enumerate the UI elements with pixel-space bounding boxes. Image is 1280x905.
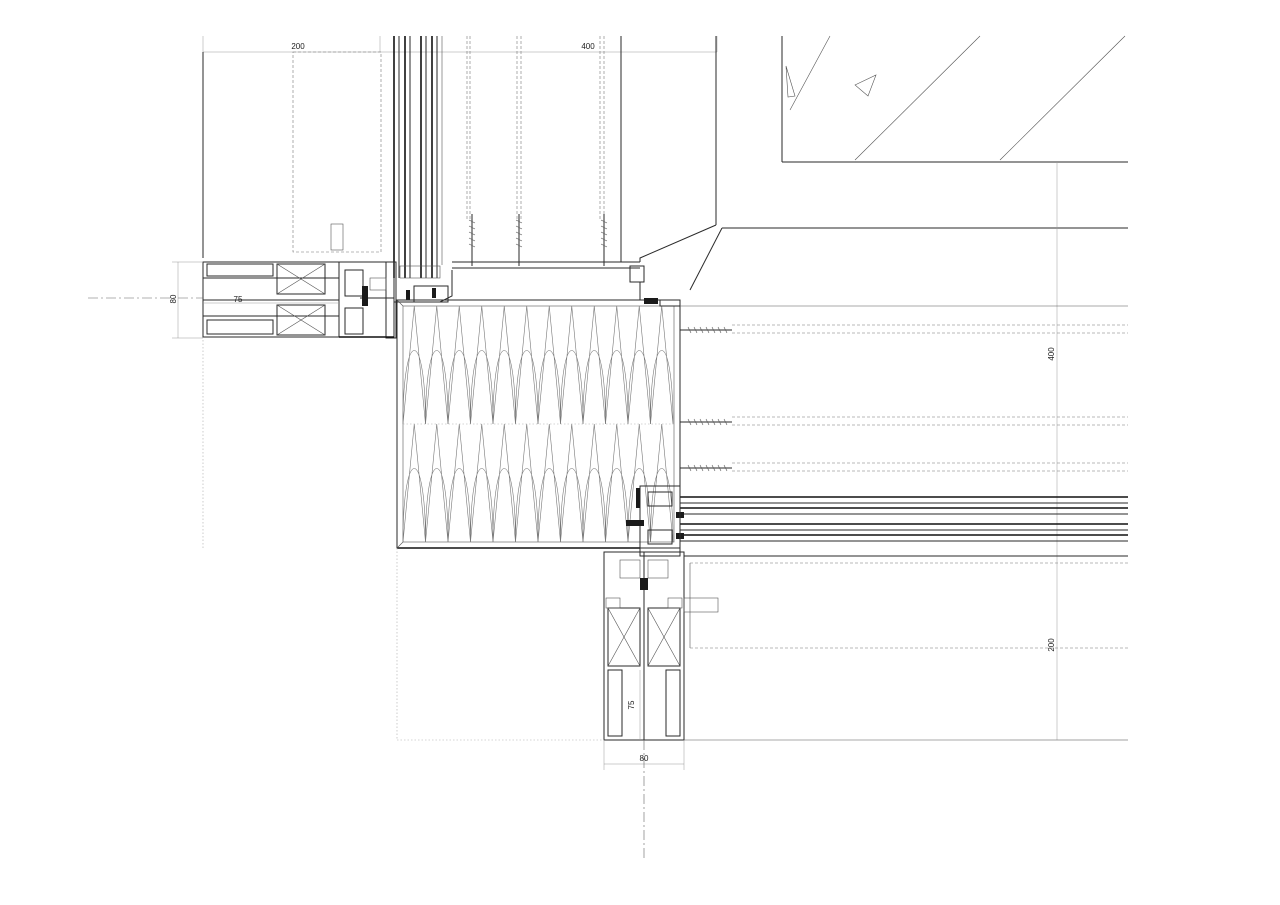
insulation-hatch [402, 305, 674, 543]
insulation-loop [560, 305, 584, 425]
upper-wall-region [202, 35, 1128, 740]
dim-top-left: 200 [291, 42, 305, 51]
insulation-loop [560, 423, 584, 543]
insulation-loop [537, 305, 561, 425]
dim-right-upper: 400 [1047, 347, 1056, 361]
dim-left-width: 75 [234, 295, 243, 304]
insulation-loop [470, 305, 494, 425]
left-dimensions: 80 75 [88, 261, 339, 339]
reference-lines [202, 340, 1128, 741]
screws-top [468, 214, 608, 266]
insulation-loop [605, 423, 629, 543]
insulation-loop [605, 305, 629, 425]
insulation-loop [650, 305, 674, 425]
insulation-loop [425, 305, 449, 425]
insulation-loop [447, 305, 471, 425]
lower-mullion-profile [603, 485, 1128, 741]
dim-bottom-depth: 75 [627, 700, 636, 709]
insulation-loop [402, 305, 426, 425]
glazing-vertical-lines [393, 36, 717, 278]
insulation-loop [425, 423, 449, 543]
right-screws [680, 326, 732, 472]
dim-top-right: 400 [581, 42, 595, 51]
dim-right-lower: 200 [1047, 638, 1056, 652]
insulation-loop [402, 423, 426, 543]
insulation-loop [582, 305, 606, 425]
insulation-loop [470, 423, 494, 543]
insulation-loop [447, 423, 471, 543]
insulation-loop [492, 305, 516, 425]
insulation-loop [492, 423, 516, 543]
dim-left-depth: 80 [169, 294, 178, 303]
right-glazing [676, 496, 1128, 542]
bottom-dimensions: 75 80 [603, 670, 685, 860]
dim-bottom-width: 80 [640, 754, 649, 763]
insulation-loop [537, 423, 561, 543]
insulation-loop [627, 305, 651, 425]
insulation-loop [650, 423, 674, 543]
left-mullion-profile [202, 261, 453, 339]
insulation-loop [515, 423, 539, 543]
insulation-loop [582, 423, 606, 543]
right-wall-lines [680, 305, 1128, 472]
insulation-loop [515, 305, 539, 425]
